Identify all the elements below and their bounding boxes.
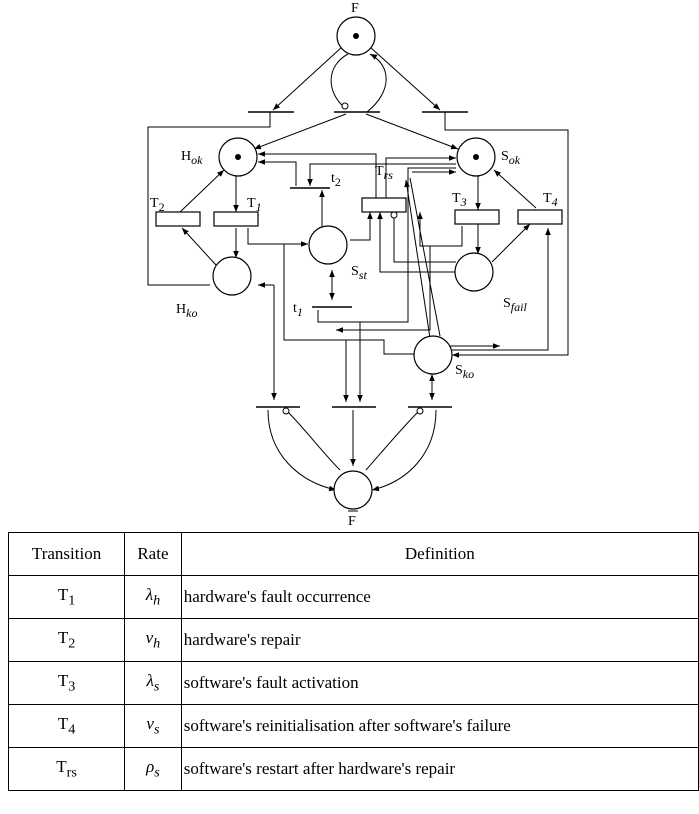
transition-trs: Trs bbox=[361, 164, 407, 219]
table-row: T4 νs software's reinitialisation after … bbox=[7, 704, 699, 748]
place-f-bar: F bbox=[333, 470, 373, 529]
place-s-st: Sst bbox=[308, 225, 367, 282]
transition-trs-label: Trs bbox=[375, 164, 393, 182]
header-transition: Transition bbox=[7, 532, 126, 576]
table-row: Trs ρs software's restart after hardware… bbox=[7, 747, 699, 791]
place-h-ok-label: Hok bbox=[181, 149, 203, 167]
inhibitor-circle bbox=[416, 407, 424, 415]
transition-small-t1: t1 bbox=[293, 301, 352, 319]
cell-transition: T2 bbox=[7, 618, 126, 662]
transition-top-center bbox=[334, 102, 380, 113]
table-row: T1 λh hardware's fault occurrence bbox=[7, 575, 699, 619]
place-f-label: F bbox=[351, 1, 359, 16]
place-s-fail: Sfail bbox=[454, 252, 527, 314]
table-header-row: Transition Rate Definition bbox=[7, 532, 699, 576]
token-h-ok bbox=[235, 154, 241, 160]
transition-bottom-right bbox=[408, 406, 452, 415]
cell-transition: T1 bbox=[7, 575, 126, 619]
inhibitor-circle bbox=[390, 211, 398, 219]
table-row: T2 νh hardware's repair bbox=[7, 618, 699, 662]
place-s-ok-label: Sok bbox=[501, 149, 521, 167]
transition-t4-label: T4 bbox=[543, 191, 558, 209]
cell-rate: νh bbox=[124, 618, 182, 662]
cell-rate: λh bbox=[124, 575, 182, 619]
table-row: T3 λs software's fault activation bbox=[7, 661, 699, 705]
place-s-ko: Sko bbox=[413, 335, 474, 381]
cell-rate: νs bbox=[124, 704, 182, 748]
cell-transition: T3 bbox=[7, 661, 126, 705]
transition-rates-table: Transition Rate Definition T1 λh hardwar… bbox=[7, 532, 699, 791]
cell-definition: software's fault activation bbox=[180, 661, 699, 705]
token-f bbox=[353, 33, 359, 39]
place-h-ko: Hko bbox=[176, 256, 252, 320]
place-s-ko-label: Sko bbox=[455, 363, 474, 381]
place-s-fail-label: Sfail bbox=[503, 296, 527, 314]
place-s-st-label: Sst bbox=[351, 264, 367, 282]
inhibitor-circle bbox=[282, 407, 290, 415]
place-h-ok: Hok bbox=[181, 137, 258, 177]
cell-rate: ρs bbox=[124, 747, 182, 791]
transition-t2: T2 bbox=[150, 196, 201, 227]
place-h-ko-label: Hko bbox=[176, 302, 197, 320]
transition-small-t2: t2 bbox=[290, 171, 341, 189]
place-f-bar-label: F bbox=[348, 514, 356, 529]
cell-rate: λs bbox=[124, 661, 182, 705]
transition-t4: T4 bbox=[517, 191, 563, 225]
cell-transition: Trs bbox=[7, 747, 126, 791]
arcs bbox=[147, 46, 569, 492]
place-f: F bbox=[336, 1, 376, 56]
cell-definition: hardware's fault occurrence bbox=[180, 575, 699, 619]
header-definition: Definition bbox=[180, 532, 699, 576]
transition-t2-label: T2 bbox=[150, 196, 165, 214]
transition-small-t2-label: t2 bbox=[331, 171, 341, 189]
inhibitor-circle bbox=[341, 102, 349, 110]
cell-definition: hardware's repair bbox=[180, 618, 699, 662]
transition-t3-label: T3 bbox=[452, 191, 467, 209]
cell-definition: software's reinitialisation after softwa… bbox=[180, 704, 699, 748]
petri-net-diagram: F Hok Sok Hko Sst Sfail Sko F bbox=[147, 1, 569, 529]
header-rate: Rate bbox=[124, 532, 182, 576]
transition-bottom-left bbox=[256, 406, 300, 415]
transition-small-t1-label: t1 bbox=[293, 301, 303, 319]
cell-definition: software's restart after hardware's repa… bbox=[180, 747, 699, 791]
place-s-ok: Sok bbox=[456, 137, 521, 177]
cell-transition: T4 bbox=[7, 704, 126, 748]
transition-t1-label: T1 bbox=[247, 196, 262, 214]
token-s-ok bbox=[473, 154, 479, 160]
transition-t1: T1 bbox=[213, 196, 262, 227]
transition-t3: T3 bbox=[452, 191, 500, 225]
